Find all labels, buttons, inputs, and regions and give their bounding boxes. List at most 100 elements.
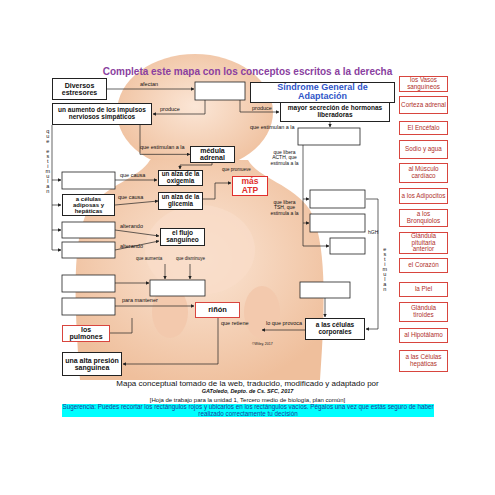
node-text: Glándula tiroides bbox=[401, 305, 446, 318]
link-phrase: estimulan bbox=[381, 246, 387, 291]
concept-box: un aumento de los impulsos nerviosos sim… bbox=[52, 103, 152, 125]
node-text: el flujo sanguíneo bbox=[162, 230, 203, 244]
torso-shape bbox=[76, 160, 324, 380]
word-bank-box: al Músculo cardíaco bbox=[399, 163, 448, 183]
link-phrase: que causa bbox=[118, 195, 143, 201]
concept-box: Diversos estresores bbox=[52, 78, 107, 100]
link-phrase: que promueve bbox=[222, 168, 251, 173]
connector-line bbox=[303, 223, 309, 224]
empty-box bbox=[298, 128, 360, 145]
concept-box: a células adiposas y hepáticas bbox=[62, 194, 115, 216]
link-phrase: que libera TSH, que estimula a la bbox=[268, 200, 301, 216]
link-phrase: hGH bbox=[368, 230, 378, 235]
empty-box bbox=[300, 282, 350, 298]
node-text: a los Adipocitos bbox=[402, 193, 446, 200]
node-text: médula adrenal bbox=[192, 147, 233, 162]
concept-box: a las células corporales bbox=[305, 318, 365, 340]
connector-line bbox=[107, 89, 194, 90]
instruction-note: Sugerencia: Puedes recortar los rectángu… bbox=[62, 404, 434, 417]
word-bank-box: a los Adipocitos bbox=[399, 188, 448, 204]
connector-line bbox=[303, 199, 309, 200]
connector-line bbox=[262, 330, 305, 331]
word-bank-box: los Vasos sanguíneos bbox=[399, 76, 448, 92]
word-bank-box: la Piel bbox=[399, 282, 448, 297]
link-phrase: ©Wiley, 2017 bbox=[252, 343, 273, 347]
connector-line bbox=[115, 230, 159, 236]
node-text: la Piel bbox=[415, 286, 432, 293]
node-text: más ATP bbox=[234, 177, 266, 195]
organ-shade bbox=[145, 205, 255, 295]
kidney-shape bbox=[244, 286, 280, 338]
concept-box: una alta presión sanguínea bbox=[62, 352, 122, 376]
link-phrase: que disminuye bbox=[176, 257, 205, 262]
connector-line bbox=[303, 145, 304, 246]
link-phrase: que estimulan a la bbox=[140, 145, 185, 151]
empty-box bbox=[62, 242, 115, 258]
connector-line bbox=[303, 246, 329, 247]
empty-box bbox=[62, 172, 115, 189]
connector-lines bbox=[52, 89, 378, 364]
link-phrase: que aumenta bbox=[136, 257, 162, 262]
connector-line bbox=[115, 283, 149, 284]
node-text: a las células corporales bbox=[307, 322, 363, 336]
node-text: un alza de la oxigemia bbox=[160, 171, 201, 184]
connector-line bbox=[110, 318, 132, 333]
empty-box bbox=[62, 275, 115, 292]
link-phrase: produce bbox=[160, 107, 180, 113]
node-text: un alza de la glicemia bbox=[160, 194, 201, 207]
connector-line bbox=[325, 298, 326, 317]
empty-box bbox=[150, 280, 205, 296]
connector-line bbox=[115, 180, 157, 181]
word-bank-box: a las Células hepáticas bbox=[399, 350, 448, 372]
credit-note: GAToledo, Depto. de Cs. SFC, 2017 bbox=[0, 389, 495, 395]
node-text: Corteza adrenal bbox=[401, 102, 446, 109]
concept-box: médula adrenal bbox=[190, 146, 235, 163]
node-text: a los Bronquiolos bbox=[401, 211, 446, 224]
connector-line bbox=[165, 264, 166, 279]
link-phrase: que retiene bbox=[221, 321, 249, 327]
empty-box bbox=[62, 298, 115, 315]
connector-line bbox=[366, 199, 378, 329]
node-text: riñón bbox=[208, 306, 227, 314]
empty-box bbox=[330, 238, 365, 254]
word-bank-box: El Encéfalo bbox=[399, 121, 448, 135]
connector-line bbox=[52, 125, 53, 250]
kidney-shape bbox=[152, 286, 188, 338]
node-text: a células adiposas y hepáticas bbox=[64, 196, 113, 215]
node-text: El Encéfalo bbox=[408, 125, 440, 132]
concept-box: el flujo sanguíneo bbox=[160, 228, 205, 246]
empty-box bbox=[195, 82, 245, 100]
connector-line bbox=[52, 205, 61, 206]
concept-box: los pulmones bbox=[62, 325, 110, 342]
connector-line bbox=[153, 100, 205, 114]
connector-line bbox=[115, 306, 194, 307]
concept-box: un alza de la glicemia bbox=[158, 192, 203, 210]
node-text: los Vasos sanguíneos bbox=[401, 77, 446, 90]
connector-line bbox=[52, 180, 61, 181]
node-text: los pulmones bbox=[64, 326, 108, 341]
connector-line bbox=[115, 241, 159, 250]
link-phrase: produce bbox=[252, 106, 272, 112]
node-text: el Corazón bbox=[408, 262, 438, 269]
node-text: a las Células hepáticas bbox=[401, 354, 446, 367]
connector-line bbox=[330, 122, 331, 127]
node-text: Síndrome General de Adaptación bbox=[252, 83, 393, 102]
empty-box bbox=[62, 222, 115, 238]
connector-line bbox=[52, 230, 61, 231]
node-text: una alta presión sanguínea bbox=[64, 357, 120, 372]
header-box: Síndrome General de Adaptación bbox=[250, 82, 395, 103]
concept-link bbox=[115, 201, 158, 205]
node-text: mayor secreción de hormonas liberadoras bbox=[282, 105, 388, 119]
node-text: al Hipotálamo bbox=[404, 332, 443, 339]
map-caption: Mapa conceptual tomado de la web, traduc… bbox=[0, 379, 495, 388]
connector-line bbox=[52, 250, 61, 251]
word-bank-box: a los Bronquiolos bbox=[399, 209, 448, 227]
empty-box bbox=[310, 214, 365, 232]
empty-box bbox=[310, 190, 365, 208]
node-text: un aumento de los impulsos nerviosos sim… bbox=[54, 107, 150, 121]
word-bank-box: Glándula pituitaria anterior bbox=[399, 232, 448, 254]
link-phrase: lo que provoca bbox=[266, 321, 302, 327]
link-phrase: que estimulan bbox=[44, 128, 50, 193]
link-phrase: que libera ACTH, que estimula a la bbox=[268, 150, 301, 166]
